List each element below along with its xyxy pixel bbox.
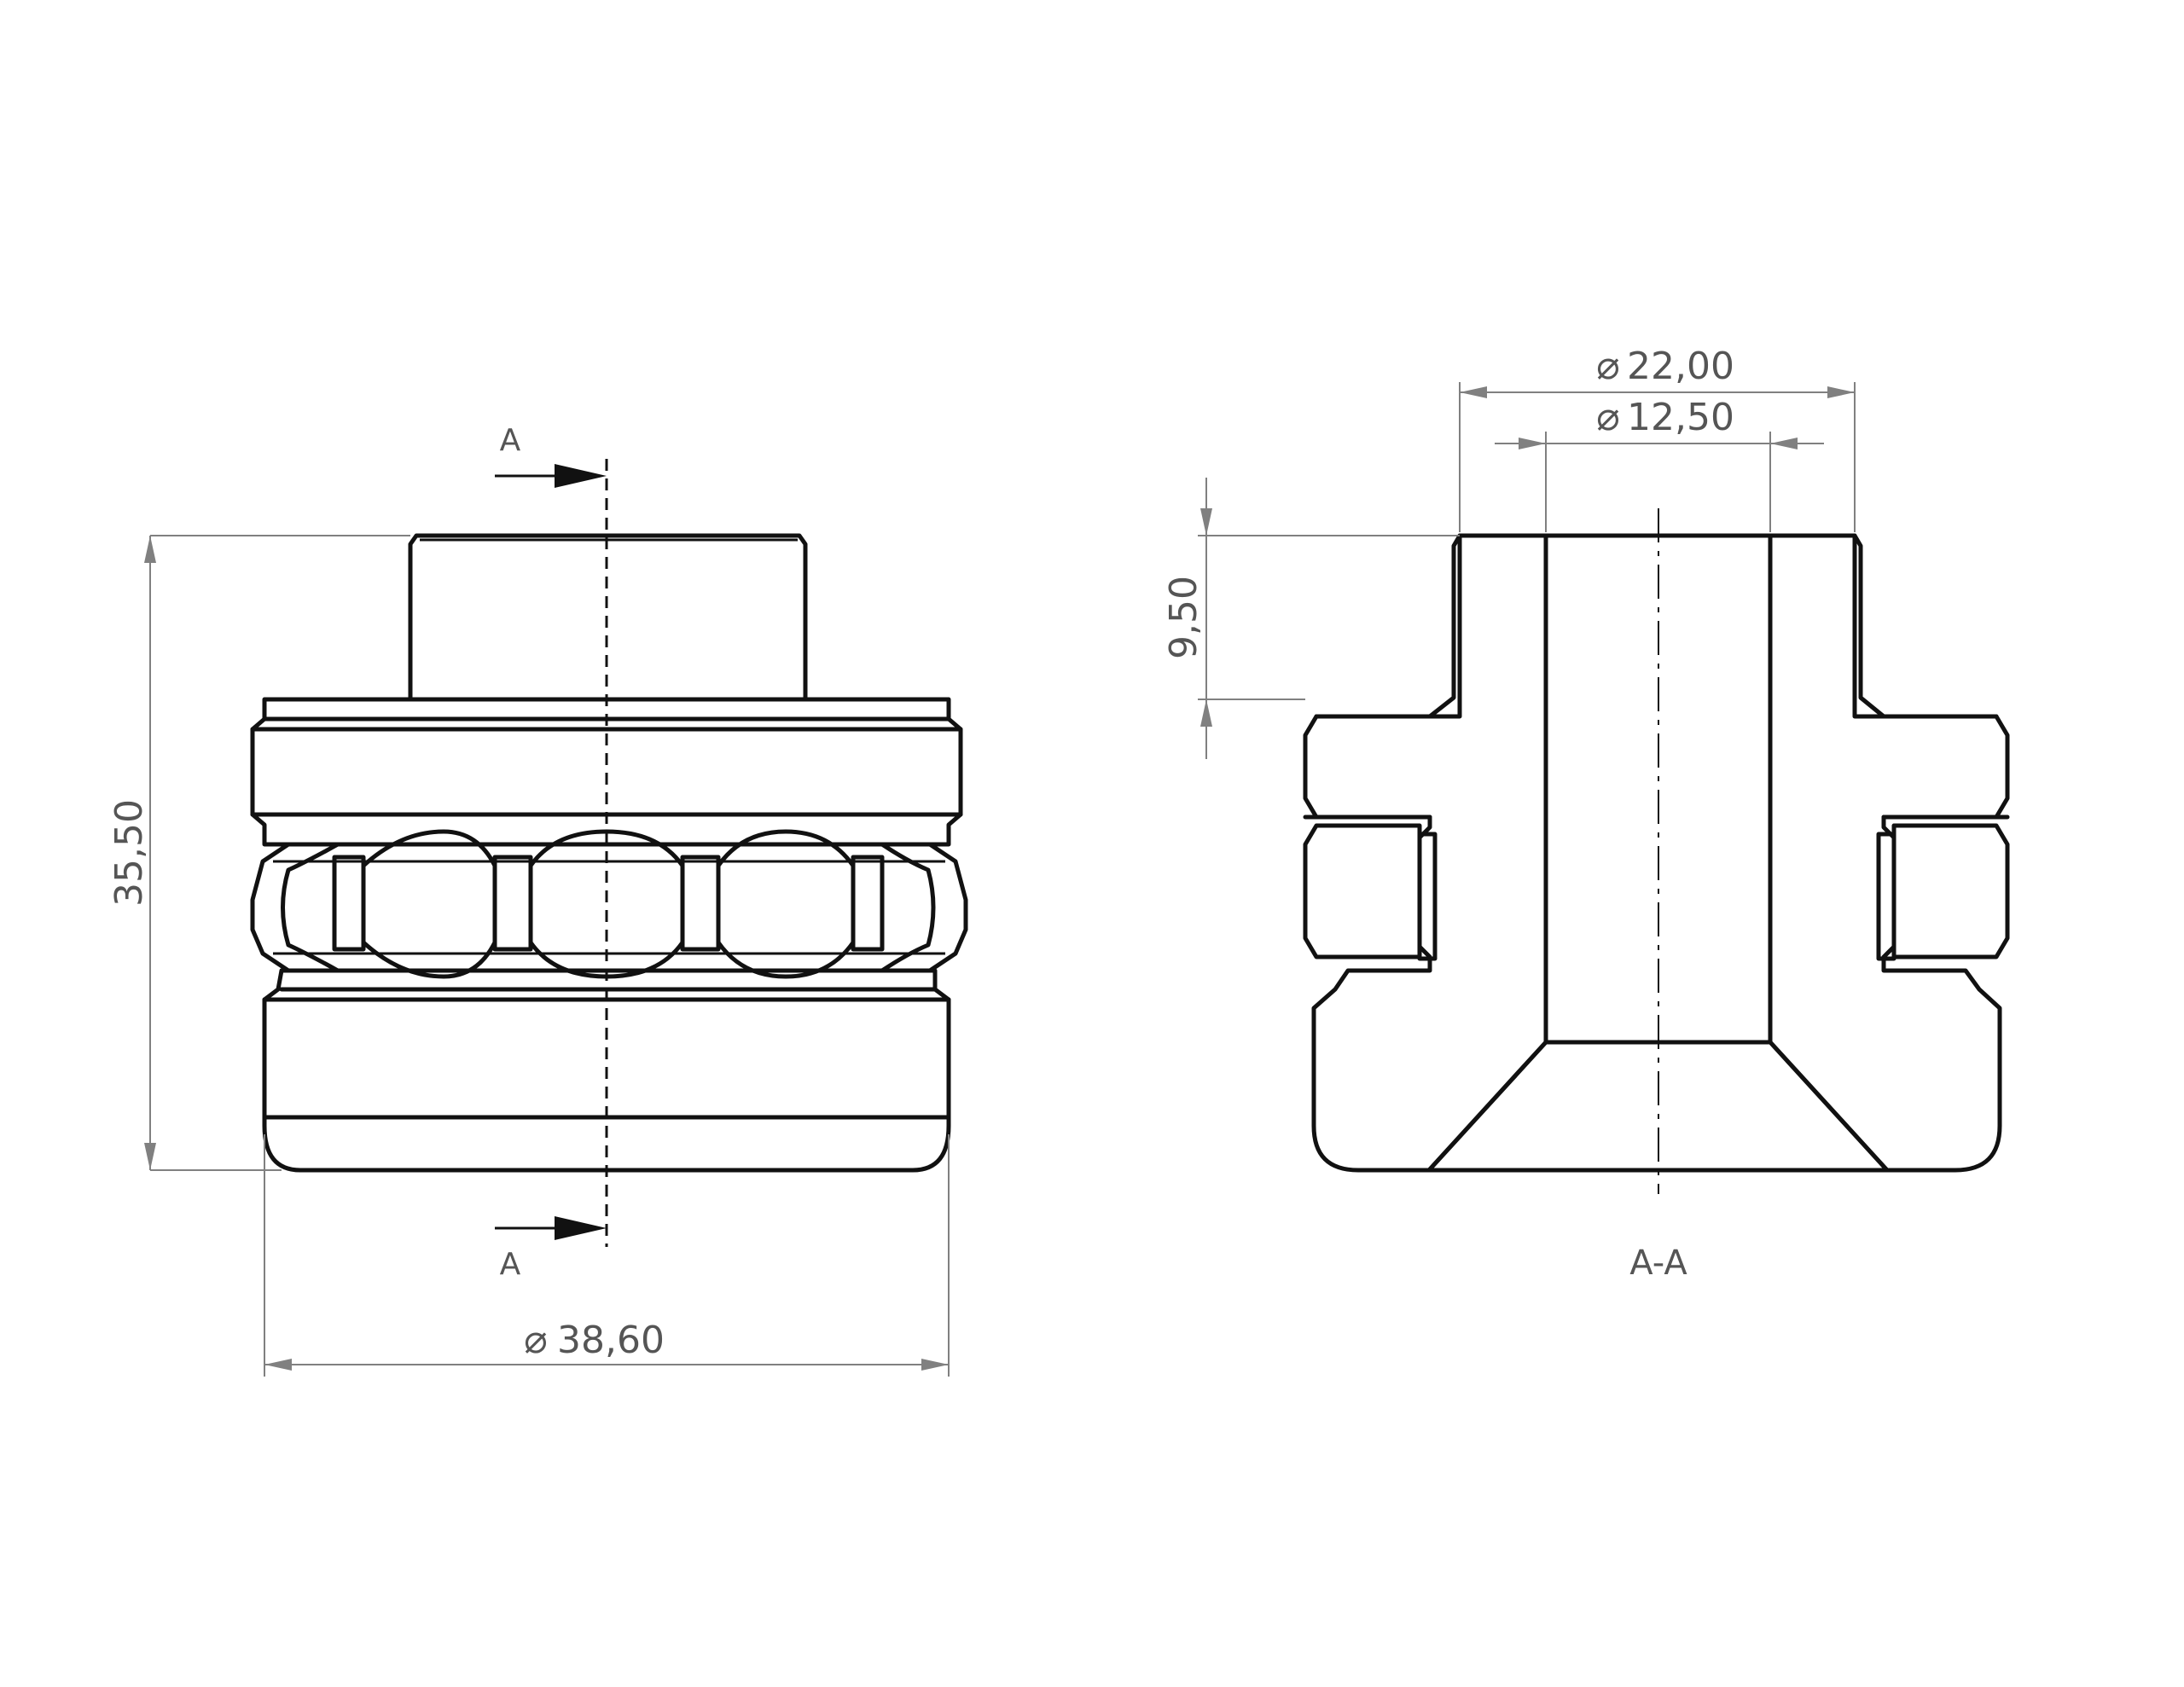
section-label-bottom: A [500, 1247, 521, 1282]
dimension-outer-diameter-label: 38,60 [557, 1319, 665, 1362]
dimension-bore-diameter-label: 12,50 [1627, 396, 1734, 439]
dimension-flange-diameter [1459, 382, 1856, 532]
section-view-right-wall [1768, 533, 2010, 1173]
front-view-top-boss [408, 533, 808, 702]
section-view-left-nut [1303, 823, 1422, 959]
dimension-outer-diameter-symbol: ⌀ [524, 1316, 548, 1362]
section-arrow-top [495, 464, 607, 488]
front-view-hex-band [250, 842, 968, 973]
front-view [250, 459, 968, 1247]
front-view-hex-flats [332, 855, 885, 952]
dimension-height [144, 535, 410, 1171]
dimension-bore-diameter [1495, 432, 1824, 532]
dimension-outer-diameter [264, 1134, 950, 1377]
section-view [1303, 508, 2010, 1194]
section-arrow-bottom [495, 1216, 607, 1240]
dimension-bore-diameter-symbol: ⌀ [1596, 393, 1620, 439]
section-label-top: A [500, 423, 521, 458]
dimension-flange-diameter-label: 22,00 [1627, 345, 1734, 388]
section-view-right-nut [1891, 823, 2010, 959]
dimension-height-label: 35,50 [107, 799, 151, 907]
dimension-shoulder-height-label: 9,50 [1162, 576, 1205, 659]
section-view-left-wall [1303, 533, 1548, 1173]
dimension-shoulder-height [1198, 478, 1460, 759]
dimension-flange-diameter-symbol: ⌀ [1596, 342, 1620, 388]
section-view-cone [1426, 1040, 1890, 1173]
section-view-title: A-A [1629, 1244, 1687, 1283]
